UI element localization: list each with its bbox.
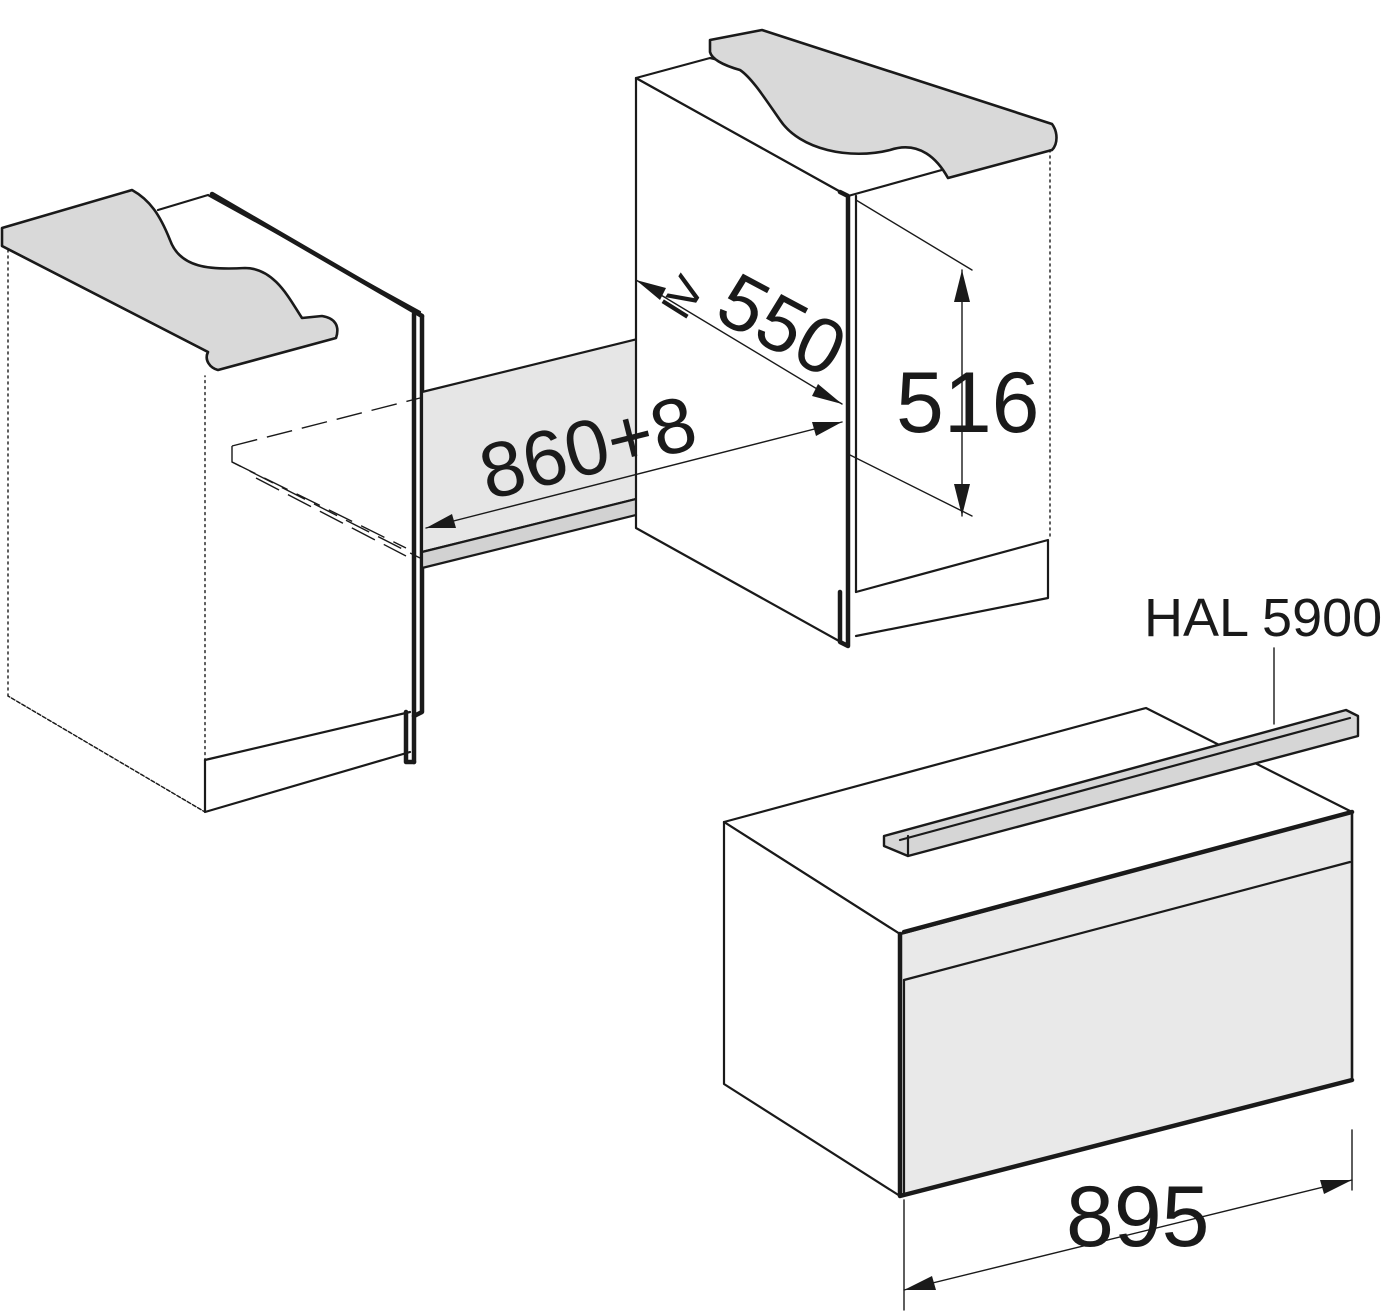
left-cabinet	[0, 188, 425, 814]
appliance	[722, 706, 1360, 1199]
appliance-width-dimension-label: 895	[1066, 1169, 1210, 1265]
left-countertop	[0, 188, 339, 372]
labels: ≥ 550 516 860+8 HAL 5900 895	[471, 255, 1382, 1265]
right-cabinet	[634, 28, 1058, 649]
dimension-lines	[425, 279, 1353, 1311]
right-countertop	[708, 28, 1058, 180]
accessory-model-label: HAL 5900	[1144, 588, 1382, 648]
height-dimension-label: 516	[896, 355, 1040, 451]
handle-accessory	[882, 708, 1360, 858]
